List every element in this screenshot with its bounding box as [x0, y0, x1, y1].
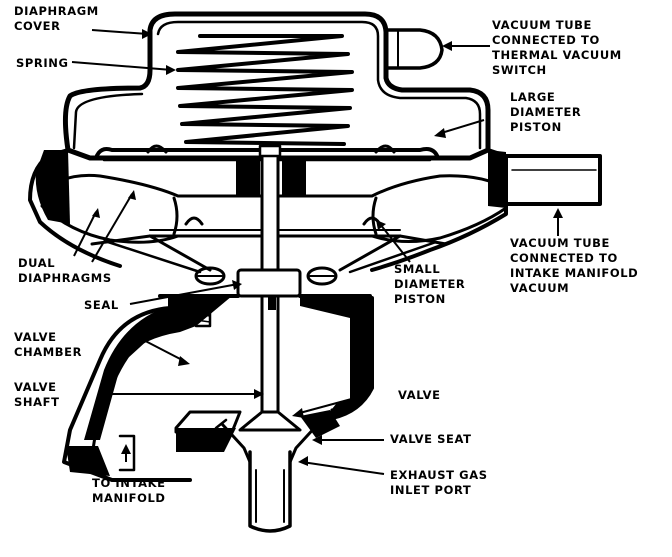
exhaust-gas-inlet-port: [248, 450, 292, 533]
diaphragm-cover: [62, 11, 491, 161]
vacuum-tube-thermal-nipple: [384, 28, 444, 70]
dark-shaded-regions: [35, 150, 506, 476]
label-spring: SPRING: [16, 56, 69, 70]
vacuum-tube-intake-nipple: [504, 154, 602, 206]
label-dual-diaphragms: DUAL DIAPHRAGMS: [18, 256, 112, 285]
label-vacuum-tube-thermal: VACUUM TUBE CONNECTED TO THERMAL VACUUM …: [492, 18, 622, 77]
spring: [176, 34, 354, 146]
label-exhaust-gas-inlet-port: EXHAUST GAS INLET PORT: [390, 468, 488, 497]
label-to-intake-manifold: TO INTAKE MANIFOLD: [92, 476, 166, 505]
label-valve-seat: VALVE SEAT: [390, 432, 472, 446]
label-seal: SEAL: [84, 298, 119, 312]
label-small-diameter-piston: SMALL DIAMETER PISTON: [394, 262, 466, 306]
label-large-diameter-piston: LARGE DIAMETER PISTON: [510, 90, 582, 134]
label-valve-chamber: VALVE CHAMBER: [14, 330, 83, 359]
seal: [194, 266, 338, 298]
leader-arrowheads: [92, 29, 563, 466]
valve: [238, 410, 302, 432]
label-valve-shaft: VALVE SHAFT: [14, 380, 60, 409]
label-vacuum-tube-intake: VACUUM TUBE CONNECTED TO INTAKE MANIFOLD…: [510, 236, 639, 295]
label-valve: VALVE: [398, 388, 441, 402]
label-diaphragm-cover: DIAPHRAGM COVER: [14, 4, 99, 33]
